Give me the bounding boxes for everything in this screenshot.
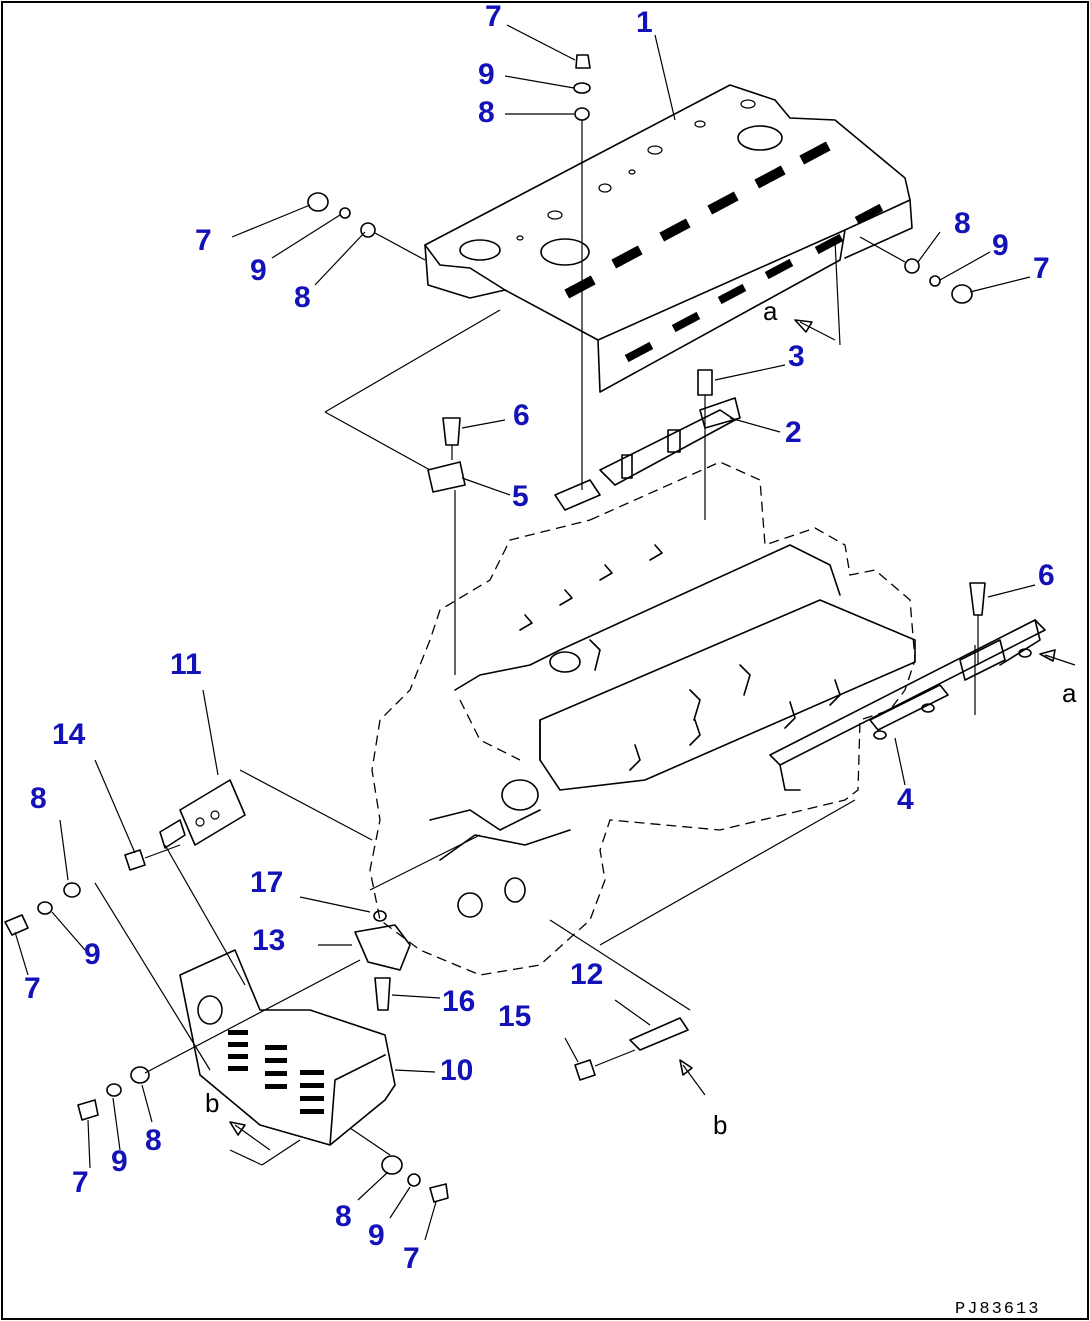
callout-17: 17 (250, 866, 283, 899)
callout-9: 9 (111, 1145, 128, 1178)
view-label-a: a (1062, 678, 1077, 708)
callout-6: 6 (513, 399, 530, 432)
callout-8: 8 (954, 207, 971, 240)
callout-7: 7 (195, 224, 212, 257)
callout-7: 7 (24, 972, 41, 1005)
callout-9: 9 (992, 229, 1009, 262)
callout-3: 3 (788, 340, 805, 373)
callout-9: 9 (368, 1219, 385, 1252)
callout-8: 8 (335, 1200, 352, 1233)
drawing-code: PJ83613 (955, 1300, 1040, 1319)
side-rail-part-4 (769, 619, 1046, 791)
fasteners-top (307, 54, 973, 490)
engine-block-outline (369, 461, 916, 976)
callout-7: 7 (403, 1242, 420, 1275)
callout-9: 9 (250, 254, 267, 287)
callout-9: 9 (84, 938, 101, 971)
callout-12: 12 (570, 958, 603, 991)
callout-4: 4 (897, 783, 914, 816)
view-label-b: b (205, 1088, 219, 1118)
callout-labels: 7 9 8 1 7 9 8 8 9 7 3 2 6 5 6 4 11 14 8 … (24, 0, 1055, 1275)
callout-2: 2 (785, 416, 802, 449)
callout-10: 10 (440, 1054, 473, 1087)
top-cover-part-1 (424, 84, 913, 393)
callout-7: 7 (1033, 252, 1050, 285)
callout-13: 13 (252, 924, 285, 957)
view-label-b: b (713, 1110, 727, 1140)
callout-14: 14 (52, 718, 86, 751)
view-label-a: a (763, 296, 778, 326)
callout-8: 8 (478, 96, 495, 129)
callout-8: 8 (145, 1124, 162, 1157)
fasteners-lower (4, 882, 449, 1203)
callout-5: 5 (512, 480, 529, 513)
leader-lines (14, 24, 1036, 1241)
view-reference-labels: a a b b (205, 296, 1077, 1140)
view-arrows (229, 319, 1076, 1151)
front-cover-part-10 (179, 949, 396, 1146)
callout-8: 8 (30, 782, 47, 815)
callout-1: 1 (636, 6, 653, 39)
callout-15: 15 (498, 1000, 531, 1033)
bracket-part-11 (124, 779, 246, 871)
brackets-upper (427, 369, 986, 675)
callout-16: 16 (442, 985, 475, 1018)
callout-11: 11 (170, 648, 202, 681)
callout-8: 8 (294, 281, 311, 314)
small-parts-lower (354, 910, 689, 1081)
callout-9: 9 (478, 58, 495, 91)
callout-7: 7 (485, 0, 502, 33)
callout-6: 6 (1038, 559, 1055, 592)
callout-7: 7 (72, 1166, 89, 1199)
